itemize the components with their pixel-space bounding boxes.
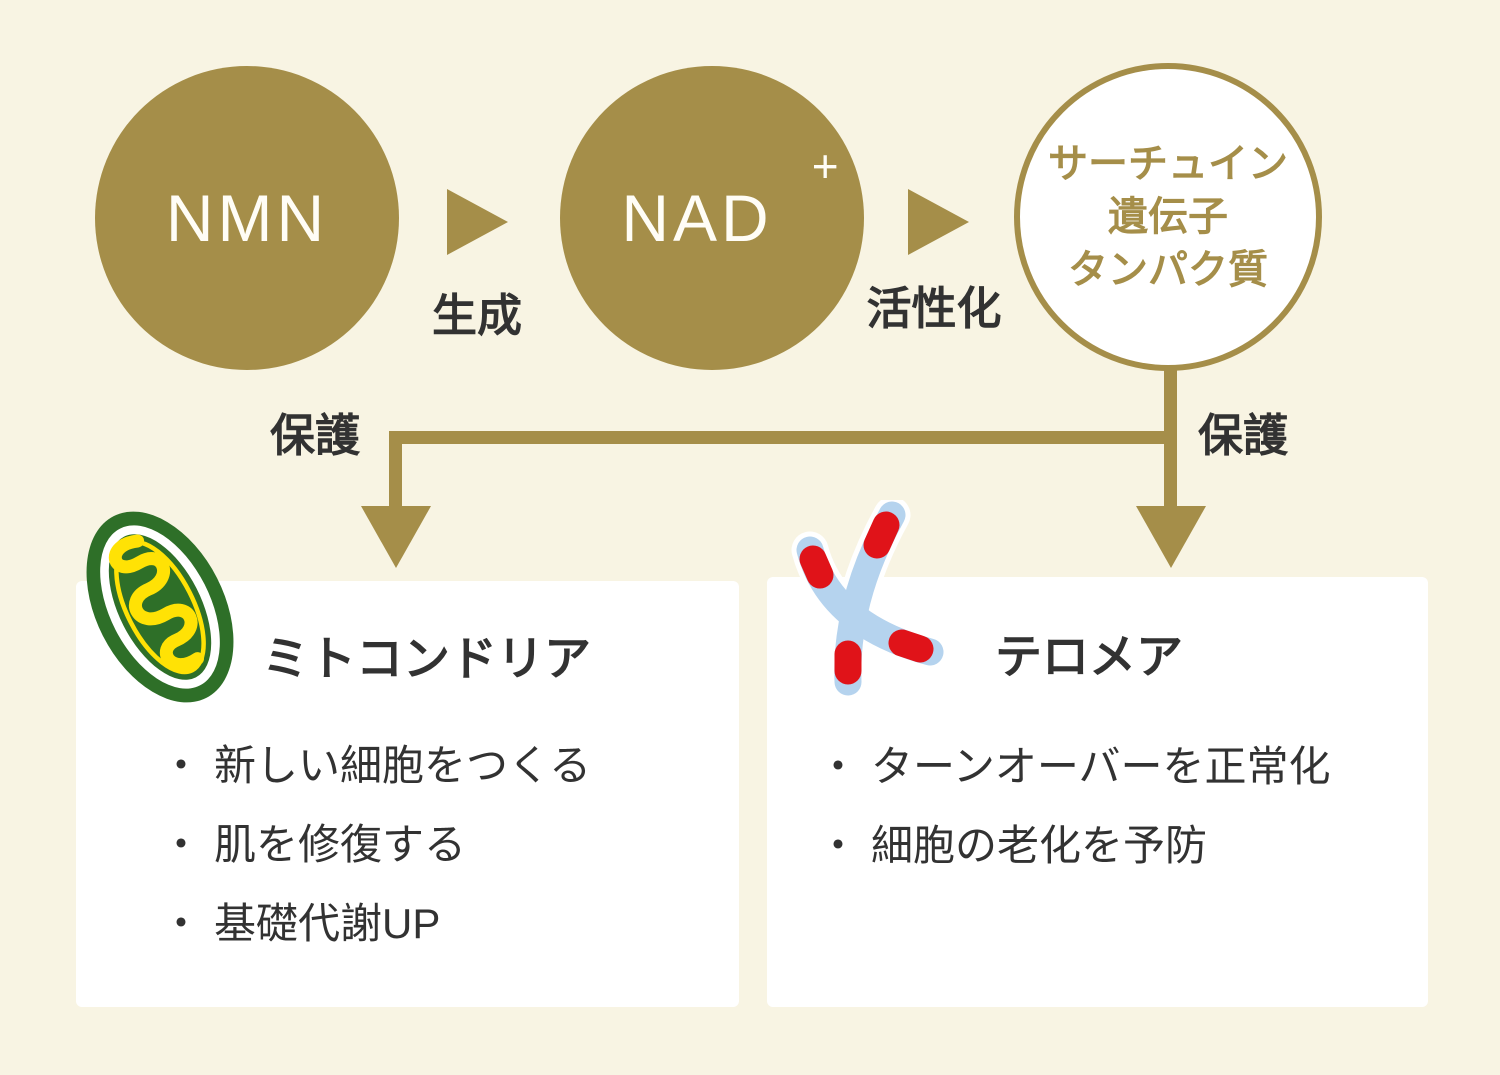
card-mitochondria: ミトコンドリア ・ 新しい細胞をつくる ・ 肌を修復する ・ 基礎代謝UP [76, 581, 739, 1007]
nad-plus-superscript: + [811, 140, 839, 192]
chromosome-icon [791, 500, 949, 700]
bullet-text: 肌を修復する [214, 821, 467, 868]
connector-left-drop [389, 431, 402, 508]
arrow-right-icon [908, 189, 969, 255]
nad-text: NAD [621, 181, 773, 255]
list-item: ・ 新しい細胞をつくる [160, 723, 591, 802]
bullet-dot: ・ [817, 822, 860, 869]
mitochondria-bullet-list: ・ 新しい細胞をつくる ・ 肌を修復する ・ 基礎代謝UP [160, 723, 591, 960]
connector-horizontal [389, 431, 1177, 444]
arrow-right-icon [447, 189, 508, 255]
nmn-label: NMN [165, 181, 329, 255]
sirtuin-label: サーチュイン 遺伝子 タンパク質 [1048, 138, 1288, 297]
bullet-text: 基礎代謝UP [214, 900, 441, 947]
arrowhead-down-right-icon [1136, 506, 1206, 568]
node-nmn: NMN [95, 66, 399, 370]
nad-label: NAD+ [621, 143, 838, 251]
step-label-seisei: 生成 [431, 290, 522, 341]
bullet-dot: ・ [160, 742, 203, 789]
arrowhead-down-left-icon [361, 506, 431, 568]
step-label-kasseika: 活性化 [866, 283, 1002, 334]
list-item: ・ 基礎代謝UP [160, 881, 591, 960]
bullet-dot: ・ [817, 743, 860, 790]
telomere-bullet-list: ・ ターンオーバーを正常化 ・ 細胞の老化を予防 [817, 724, 1331, 882]
bullet-dot: ・ [160, 821, 203, 868]
list-item: ・ ターンオーバーを正常化 [817, 724, 1331, 803]
card-title-mitochondria: ミトコンドリア [262, 632, 591, 685]
list-item: ・ 肌を修復する [160, 802, 591, 881]
sirtuin-line-3: タンパク質 [1068, 247, 1268, 292]
mitochondria-icon [86, 511, 234, 703]
bullet-text: 細胞の老化を予防 [871, 822, 1208, 869]
bullet-dot: ・ [160, 900, 203, 947]
card-title-telomere: テロメア [995, 630, 1183, 683]
sirtuin-line-2: 遺伝子 [1108, 194, 1228, 239]
node-sirtuin: サーチュイン 遺伝子 タンパク質 [1014, 63, 1322, 371]
protect-label-right: 保護 [1198, 410, 1289, 461]
bullet-text: 新しい細胞をつくる [214, 742, 592, 789]
list-item: ・ 細胞の老化を予防 [817, 803, 1331, 882]
node-nad: NAD + [560, 66, 864, 370]
card-telomere: テロメア ・ ターンオーバーを正常化 ・ 細胞の老化を予防 [767, 577, 1428, 1007]
bullet-text: ターンオーバーを正常化 [871, 743, 1331, 790]
protect-label-left: 保護 [269, 410, 360, 461]
sirtuin-line-1: サーチュイン [1048, 141, 1288, 186]
